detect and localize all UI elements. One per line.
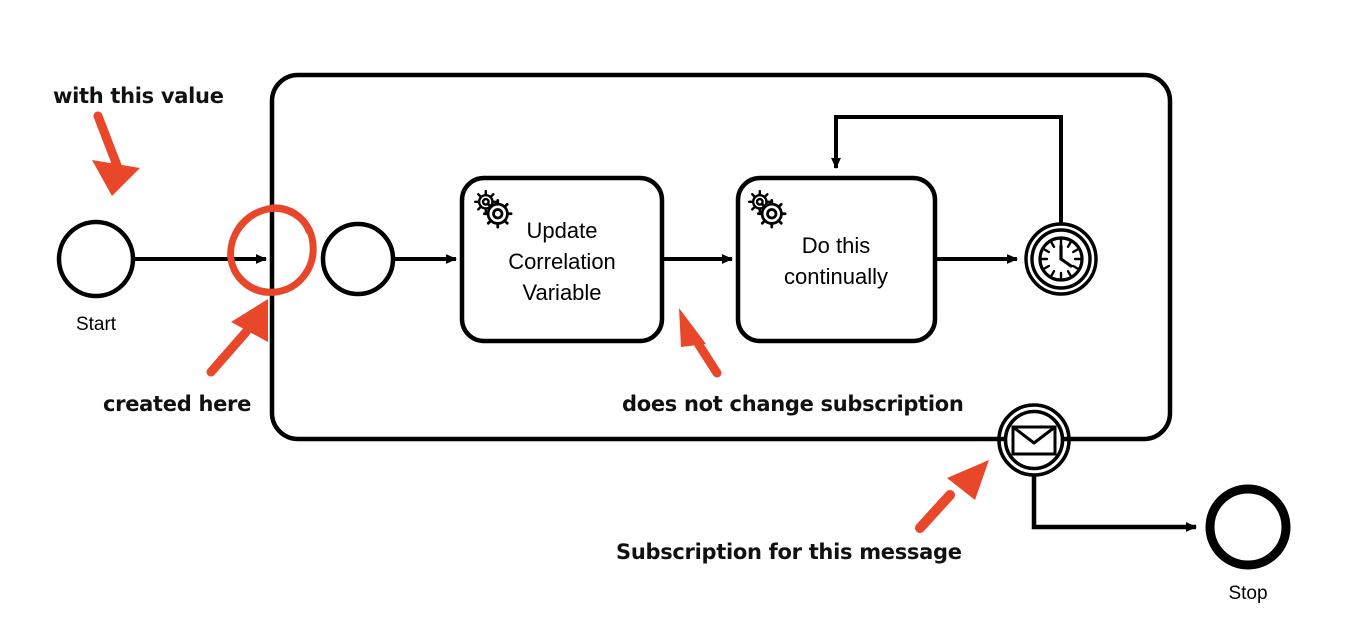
- annotation-highlight-circle: [227, 204, 317, 296]
- flow-boundary-to-stop: [1031, 474, 1197, 532]
- task-label-line-2: continually: [784, 264, 888, 289]
- timer-intermediate-event[interactable]: [1024, 222, 1098, 296]
- subprocess-start-event-circle: [320, 221, 396, 297]
- task-label-line-2: Correlation: [508, 249, 616, 274]
- start-event[interactable]: Start: [56, 219, 136, 335]
- annotation-label-created-here: created here: [103, 392, 251, 416]
- end-event-label: Stop: [1228, 583, 1267, 604]
- service-task-gear-icon: [473, 189, 513, 229]
- service-task-gear-icon: [747, 189, 787, 229]
- start-event-circle: [56, 219, 136, 299]
- annotation-arrow-created-here: [206, 299, 268, 377]
- task-label-line-3: Variable: [522, 280, 601, 305]
- task-label-line-1: Do this: [802, 233, 870, 258]
- message-event-outer-circle: [997, 403, 1071, 477]
- start-event-label: Start: [76, 314, 117, 335]
- task-label-line-1: Update: [527, 218, 598, 243]
- annotation-label-does-not-change-subscription: does not change subscription: [622, 392, 964, 416]
- annotation-arrow-with-this-value: [92, 111, 140, 196]
- annotation-layer: with this value created here does not ch…: [53, 84, 989, 564]
- message-boundary-event[interactable]: [997, 403, 1071, 477]
- task-box: [735, 175, 938, 344]
- annotation-label-with-this-value: with this value: [53, 84, 224, 108]
- end-event-circle: [1205, 484, 1291, 570]
- sequence-flows: [133, 115, 1197, 532]
- subprocess-start-event[interactable]: [320, 221, 396, 297]
- annotation-arrow-does-not-change-subscription: [679, 308, 722, 378]
- envelope-icon: [1011, 425, 1057, 456]
- task-update-correlation-variable[interactable]: Update Correlation Variable: [459, 175, 665, 344]
- clock-icon: [1038, 236, 1084, 282]
- annotation-arrow-subscription-for-this-message: [915, 460, 989, 533]
- flow-timer-loopback-to-task2: [831, 115, 1063, 225]
- annotation-label-subscription-for-this-message: Subscription for this message: [616, 540, 962, 564]
- task-do-this-continually[interactable]: Do this continually: [735, 175, 938, 344]
- task-box: [459, 175, 665, 344]
- end-event[interactable]: Stop: [1205, 484, 1291, 604]
